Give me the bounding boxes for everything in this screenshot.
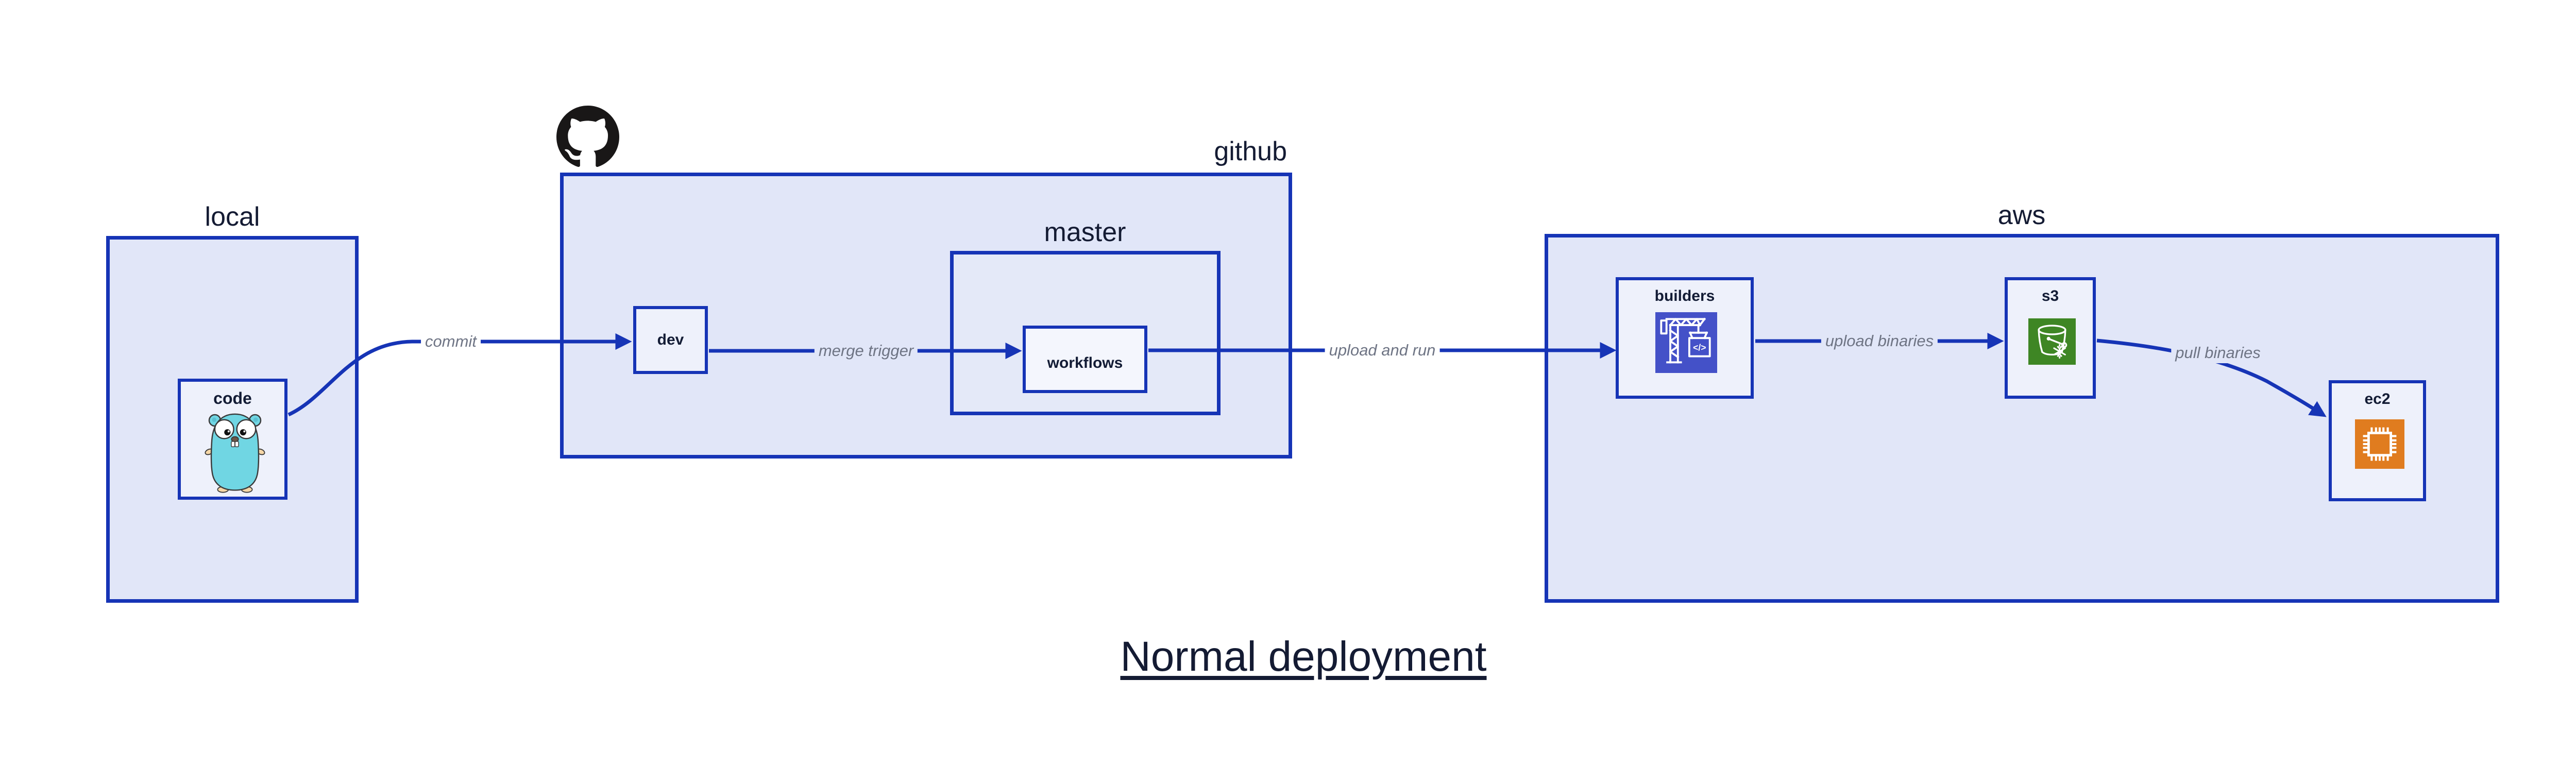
aws-ec2-chip-icon <box>2355 419 2404 469</box>
edge-commit-label: commit <box>421 331 481 352</box>
aws-codebuild-icon: </> <box>1655 312 1717 373</box>
node-dev: dev <box>633 306 708 374</box>
diagram-title: Normal deployment <box>1120 633 1487 680</box>
edge-upload-and-run-label: upload and run <box>1325 340 1440 361</box>
codebuild-code-glyph: </> <box>1693 342 1706 352</box>
node-builders: builders </> <box>1616 277 1754 399</box>
edge-pull-binaries-label: pull binaries <box>2171 343 2265 363</box>
edge-upload-binaries-label: upload binaries <box>1821 331 1938 351</box>
node-builders-label: builders <box>1654 287 1715 304</box>
node-s3: s3 <box>2005 277 2096 399</box>
github-octocat-icon <box>556 106 619 168</box>
node-dev-label: dev <box>657 331 684 348</box>
node-code-label: code <box>213 389 252 408</box>
aws-s3-bucket-icon <box>2028 318 2076 365</box>
node-workflows-label: workflows <box>1047 354 1123 371</box>
github-group-label: github <box>1214 137 1287 166</box>
go-gopher-icon <box>204 409 266 495</box>
aws-group-label: aws <box>1997 200 2046 230</box>
edge-merge-trigger-label: merge trigger <box>814 341 918 361</box>
node-workflows: workflows <box>1023 326 1147 393</box>
node-s3-label: s3 <box>2041 287 2059 304</box>
master-group-label: master <box>1044 217 1126 247</box>
node-code: code <box>178 379 287 500</box>
local-group-label: local <box>205 202 260 232</box>
node-ec2: ec2 <box>2329 380 2426 501</box>
node-ec2-label: ec2 <box>2364 390 2391 408</box>
